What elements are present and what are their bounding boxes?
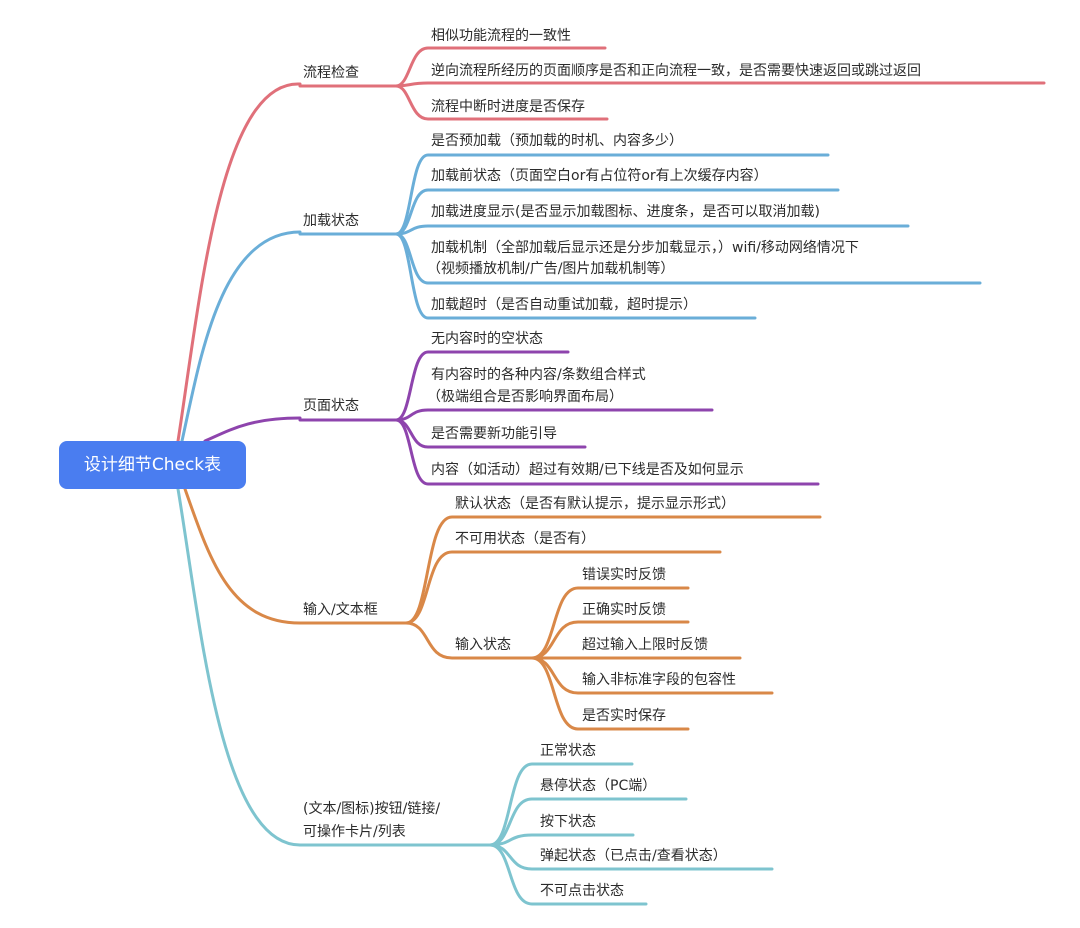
- loading-item-3: 加载进度显示(是否显示加载图标、进度条，是否可以取消加载): [431, 204, 820, 220]
- root-to-loading-edge: [180, 230, 302, 443]
- input-edge-2: [404, 550, 722, 625]
- input-sub-item-5: 是否实时保存: [582, 708, 666, 724]
- loading-item-1: 是否预加载（预加载的时机、内容多少）: [431, 133, 683, 149]
- flow-edge-2: [394, 81, 1046, 88]
- branch-label-input: 输入/文本框: [303, 602, 378, 618]
- branch-label-button-line1: (文本/图标)按钮/链接/: [303, 801, 441, 817]
- input-item-1: 默认状态（是否有默认提示，提示显示形式）: [455, 496, 735, 512]
- button-item-1: 正常状态: [540, 743, 596, 759]
- input-sub-edge-1: [530, 586, 690, 660]
- loading-item-4-line2: （视频播放机制/广告/图片加载机制等）: [427, 261, 675, 277]
- root-to-page-edge: [203, 416, 302, 443]
- root-to-flow-edge: [176, 82, 302, 443]
- page-edge-2: [394, 408, 714, 422]
- page-item-3: 是否需要新功能引导: [431, 426, 557, 442]
- button-edge-3: [488, 833, 635, 847]
- root-node: 设计细节Check表: [59, 441, 246, 489]
- input-item-2: 不可用状态（是否有）: [455, 531, 595, 547]
- loading-item-2: 加载前状态（页面空白or有占位符or有上次缓存内容）: [431, 168, 768, 184]
- button-item-5: 不可点击状态: [540, 883, 624, 899]
- branch-label-button-line2: 可操作卡片/列表: [303, 824, 406, 840]
- flow-branch-lines: [176, 46, 1046, 443]
- loading-edge-5: [394, 232, 757, 320]
- input-sub-item-1: 错误实时反馈: [582, 567, 666, 583]
- input-edge-sub: [404, 621, 534, 660]
- page-edge-1: [394, 350, 570, 422]
- flow-item-1: 相似功能流程的一致性: [431, 28, 571, 44]
- input-sub-item-4: 输入非标准字段的包容性: [582, 672, 736, 688]
- input-sub-item-2: 正确实时反馈: [582, 602, 666, 618]
- page-item-1: 无内容时的空状态: [431, 331, 543, 347]
- flow-item-3: 流程中断时进度是否保存: [431, 99, 585, 115]
- branch-label-page: 页面状态: [303, 398, 359, 414]
- flow-item-2: 逆向流程所经历的页面顺序是否和正向流程一致，是否需要快速返回或跳过返回: [431, 63, 921, 79]
- input-branch-lines: [183, 487, 822, 731]
- page-edge-4: [394, 418, 820, 486]
- page-item-2-line2: （极端组合是否影响界面布局）: [427, 389, 623, 405]
- loading-item-5: 加载超时（是否自动重试加载，超时提示）: [431, 297, 697, 313]
- root-to-button-edge: [176, 487, 302, 847]
- page-item-4: 内容（如活动）超过有效期/已下线是否及如何显示: [431, 462, 744, 478]
- branch-label-loading: 加载状态: [303, 213, 359, 229]
- button-edge-1: [488, 762, 634, 847]
- branch-label-flow: 流程检查: [303, 65, 359, 81]
- flow-edge-3: [394, 84, 609, 121]
- button-item-3: 按下状态: [540, 814, 596, 830]
- button-branch-lines: [176, 487, 774, 906]
- page-branch-lines: [203, 350, 820, 486]
- button-item-2: 悬停状态（PC端）: [540, 778, 657, 794]
- loading-item-4-line1: 加载机制（全部加载后显示还是分步加载显示，）wifi/移动网络情况下: [431, 240, 859, 256]
- input-sub-item-3: 超过输入上限时反馈: [582, 637, 708, 653]
- button-edge-5: [488, 843, 648, 906]
- input-sub-label: 输入状态: [455, 637, 511, 653]
- loading-branch-lines: [180, 153, 982, 443]
- button-item-4: 弹起状态（已点击/查看状态）: [540, 848, 727, 864]
- input-sub-edge-5: [530, 656, 690, 731]
- page-item-2-line1: 有内容时的各种内容/条数组合样式: [431, 367, 646, 383]
- loading-edge-1: [394, 153, 830, 236]
- loading-edge-3: [394, 224, 910, 236]
- root-to-input-edge: [183, 487, 302, 625]
